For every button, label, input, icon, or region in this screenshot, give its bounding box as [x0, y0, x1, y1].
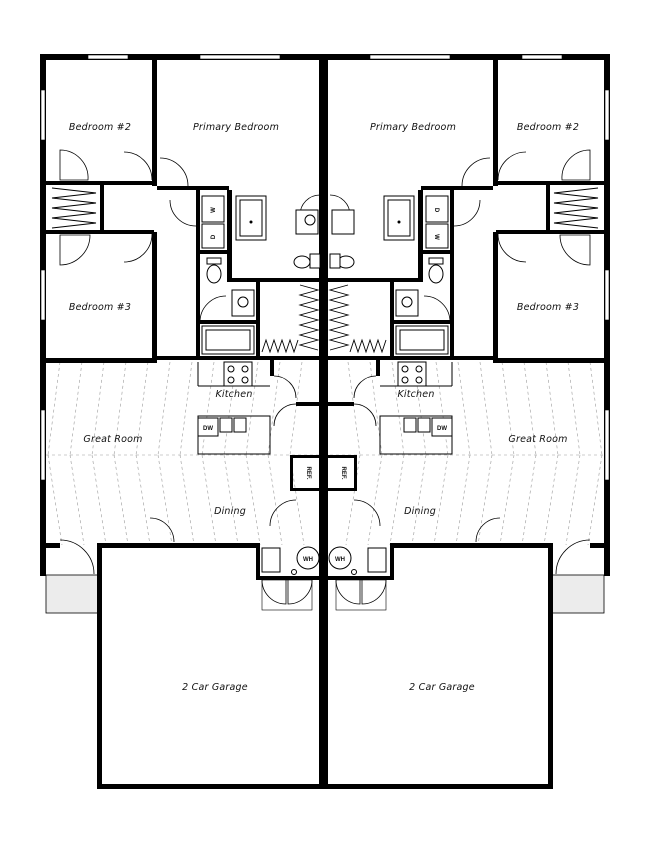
- fixture-labels: DW DW REF. REF. WH WH W D D W: [203, 207, 447, 563]
- right-porch-pad: [551, 574, 605, 614]
- left-washer: [201, 195, 225, 223]
- left-great-room-label: Great Room: [83, 434, 142, 445]
- right-bedroom2-label: Bedroom #2: [517, 122, 579, 133]
- right-ref-label: REF.: [340, 466, 346, 479]
- left-garage-label: 2 Car Garage: [182, 682, 248, 693]
- left-primary-bedroom-label: Primary Bedroom: [193, 122, 279, 133]
- left-bedroom2-label: Bedroom #2: [69, 122, 131, 133]
- left-dw-label: DW: [203, 426, 213, 432]
- floor-pattern: [46, 361, 604, 546]
- water-heaters: [261, 546, 387, 575]
- left-dining-label: Dining: [214, 506, 246, 517]
- right-washer-label: W: [433, 234, 439, 240]
- right-washer: [425, 223, 449, 249]
- left-dryer: [201, 223, 225, 249]
- left-water-heater: [296, 546, 320, 570]
- walls: [40, 54, 610, 789]
- left-kitchen-label: Kitchen: [215, 389, 252, 400]
- kitchen-fixtures: [197, 361, 453, 455]
- right-kitchen-label: Kitchen: [397, 389, 434, 400]
- room-labels: Bedroom #2 Primary Bedroom Primary Bedro…: [69, 122, 579, 693]
- laundry: [201, 195, 449, 249]
- left-porch-pad: [45, 574, 99, 614]
- right-dw-label: DW: [437, 426, 447, 432]
- right-dryer-label: D: [433, 208, 439, 213]
- right-dryer: [425, 195, 449, 223]
- left-dryer-label: D: [211, 234, 217, 239]
- closets: [51, 187, 599, 354]
- right-bedroom3-label: Bedroom #3: [517, 302, 579, 313]
- left-wh-label: WH: [303, 557, 313, 563]
- right-great-room-label: Great Room: [508, 434, 567, 445]
- doors: [59, 149, 591, 611]
- left-ref-label: REF.: [305, 466, 311, 479]
- right-water-heater: [328, 546, 352, 570]
- windows: [40, 54, 610, 481]
- right-wh-label: WH: [335, 557, 345, 563]
- right-garage-label: 2 Car Garage: [409, 682, 475, 693]
- left-bedroom3-label: Bedroom #3: [69, 302, 131, 313]
- right-dining-label: Dining: [404, 506, 436, 517]
- bath-fixtures: [201, 195, 449, 355]
- left-washer-label: W: [211, 207, 217, 213]
- right-primary-bedroom-label: Primary Bedroom: [370, 122, 456, 133]
